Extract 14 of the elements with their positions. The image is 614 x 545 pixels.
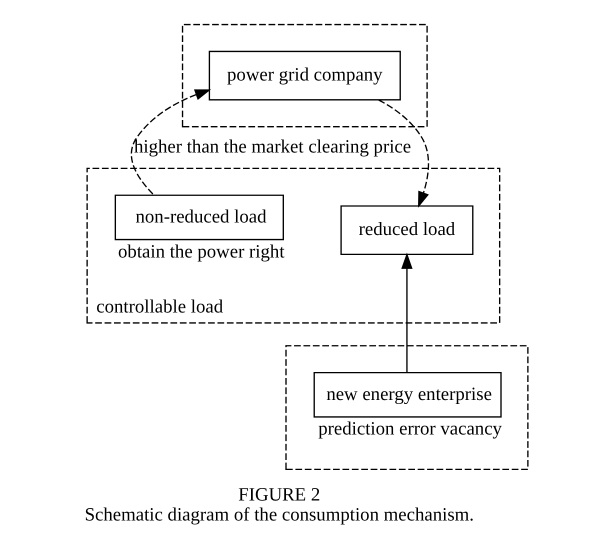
node-label: prediction error vacancy	[318, 418, 502, 440]
node-box: non-reduced load	[114, 194, 284, 240]
cluster	[181, 24, 428, 128]
node-box: reduced load	[340, 205, 473, 256]
node-label: obtain the power right	[118, 241, 284, 262]
node-box: power grid company	[208, 50, 400, 100]
arrow	[130, 89, 211, 196]
node-box: new energy enterprise	[313, 372, 502, 418]
caption: Schematic diagram of the consumption mechanism.	[84, 504, 474, 526]
diagram-title: FIGURE 2	[238, 484, 320, 506]
cluster	[284, 345, 528, 470]
arrow	[400, 252, 412, 372]
arrow	[378, 99, 429, 208]
edge-label: higher than the market clearing price	[133, 136, 411, 158]
